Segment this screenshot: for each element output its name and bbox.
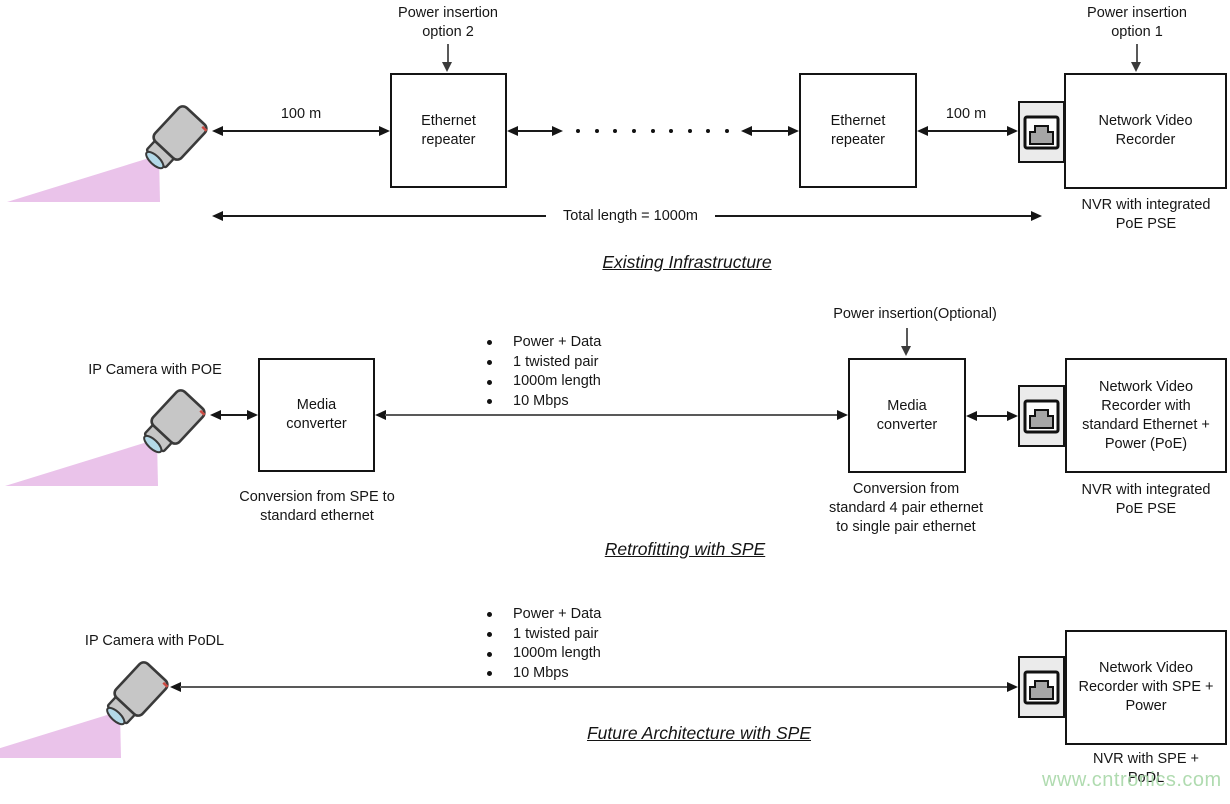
total-length-line [715,215,1032,217]
nvr-caption: NVR with integrated PoE PSE [1081,197,1211,232]
bullet-icon [487,612,492,618]
ip-camera-podl-label: IP Camera with PoDL [84,633,225,649]
distance-label: 100 m [945,106,987,122]
watermark: www.cntronics.com [1042,769,1222,791]
network-video-recorder-label: Network Video Recorder with SPE + Power [1078,660,1214,714]
arrow-left-icon [507,126,518,136]
link-line [927,130,1008,132]
arrow-down-icon [901,346,911,356]
nvr-caption: NVR with SPE + PoDL [1093,751,1199,786]
arrow-right-icon [1007,126,1018,136]
media-converter-label: Media converter [876,397,938,433]
total-length-line [222,215,546,217]
section-title-existing: Existing Infrastructure [602,252,772,272]
converter1-caption: Conversion from SPE to standard ethernet [239,489,395,524]
power-arrow-line [447,44,449,64]
list-item: 1000m length [513,373,601,390]
power-insertion-option2-label: Power insertion option 2 [398,5,498,40]
link-line [751,130,789,132]
ellipsis-dots [576,129,729,133]
ethernet-repeater-box-1: Ethernet repeater [390,73,507,188]
link-line [220,414,248,416]
power-arrow-line [906,328,908,348]
ip-camera-icon [7,105,208,202]
link-line [976,415,1008,417]
ethernet-repeater-box-2: Ethernet repeater [799,73,917,188]
list-item: 1 twisted pair [513,353,599,370]
arrow-left-icon [210,410,221,420]
network-video-recorder-label: Network Video Recorder [1098,113,1193,148]
arrow-right-icon [379,126,390,136]
total-length-label: Total length = 1000m [562,208,699,224]
arrow-left-icon [170,682,181,692]
rj45-connector-icon [1018,101,1065,163]
network-video-recorder-box: Network Video Recorder with standard Eth… [1065,358,1227,473]
arrow-left-icon [212,126,223,136]
bullet-icon [487,379,492,385]
rj45-connector-icon [1018,656,1065,718]
spe-long-line [385,414,838,416]
media-converter-label: Media converter [286,397,347,432]
arrow-left-icon [375,410,386,420]
ethernet-repeater-label: Ethernet repeater [830,112,886,148]
ip-camera-icon [0,661,169,758]
network-video-recorder-box: Network Video Recorder [1064,73,1227,189]
arrow-right-icon [1007,682,1018,692]
arrow-left-icon [741,126,752,136]
arrow-left-icon [212,211,223,221]
list-item: 1 twisted pair [513,625,599,642]
spe-long-line [180,686,1008,688]
power-insertion-optional-label: Power insertion(Optional) [833,306,997,322]
network-video-recorder-box: Network Video Recorder with SPE + Power [1065,630,1227,745]
list-item: Power + Data [513,606,602,622]
link-line [222,130,380,132]
converter2-caption: Conversion from standard 4 pair ethernet… [829,481,983,535]
bullet-icon [487,340,492,346]
power-insertion-option1-label: Power insertion option 1 [1087,5,1187,40]
distance-label: 100 m [280,106,322,122]
nvr-caption: NVR with integrated PoE PSE [1081,482,1211,517]
arrow-right-icon [247,410,258,420]
bullet-icon [487,671,492,677]
arrow-right-icon [788,126,799,136]
ip-camera-poe-label: IP Camera with POE [88,362,222,378]
arrow-down-icon [442,62,452,72]
ip-camera-icon [5,389,206,486]
arrow-right-icon [837,410,848,420]
rj45-connector-icon [1018,385,1065,447]
power-arrow-line [1136,44,1138,64]
spe-link-properties-list: Power + Data 1 twisted pair 1000m length… [487,605,707,684]
list-item: 10 Mbps [513,665,569,682]
section-title-retrofit: Retrofitting with SPE [604,539,766,559]
bullet-icon [487,651,492,657]
link-line [517,130,553,132]
section-title-future: Future Architecture with SPE [586,723,812,743]
network-video-recorder-label: Network Video Recorder with standard Eth… [1082,378,1210,452]
arrow-down-icon [1131,62,1141,72]
media-converter-box-1: Media converter [258,358,375,472]
bullet-icon [487,632,492,638]
bullet-icon [487,399,492,405]
arrow-right-icon [1031,211,1042,221]
ethernet-repeater-label: Ethernet repeater [421,112,476,148]
arrow-right-icon [1007,411,1018,421]
spe-link-properties-list: Power + Data 1 twisted pair 1000m length… [487,333,707,412]
arrow-right-icon [552,126,563,136]
bullet-icon [487,360,492,366]
arrow-left-icon [917,126,928,136]
arrow-left-icon [966,411,977,421]
media-converter-box-2: Media converter [848,358,966,473]
list-item: 1000m length [513,645,601,662]
list-item: 10 Mbps [513,393,569,410]
list-item: Power + Data [513,334,602,350]
